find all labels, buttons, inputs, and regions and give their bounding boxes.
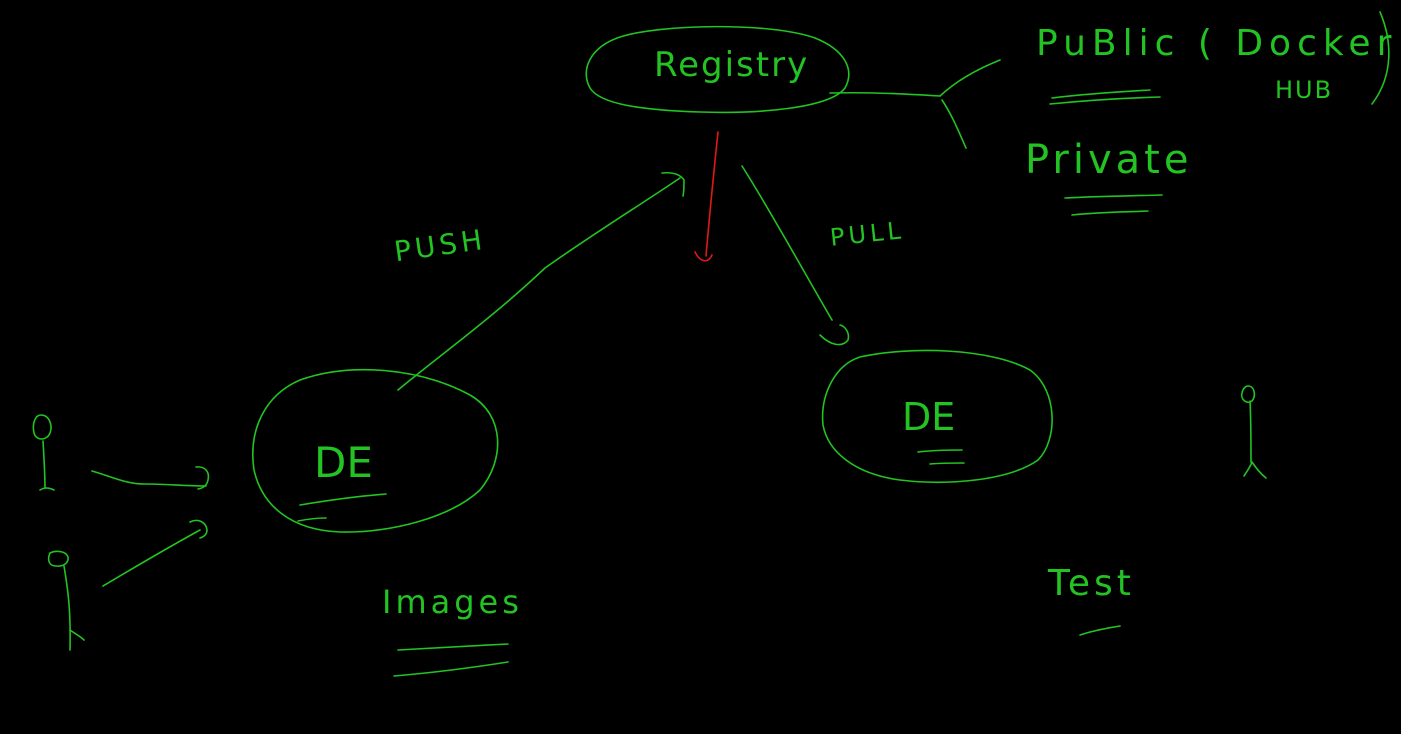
left-de-label: DE bbox=[314, 438, 373, 487]
registry-label: Registry bbox=[654, 45, 810, 85]
private-branch-line bbox=[941, 99, 967, 149]
push-arrow-line bbox=[397, 177, 681, 391]
left-de-underline-2 bbox=[297, 517, 327, 522]
right-de-underline bbox=[917, 449, 963, 453]
push-arrowhead bbox=[661, 171, 685, 197]
right-de-underline-2 bbox=[929, 462, 965, 465]
red-arrowhead bbox=[694, 251, 713, 262]
registry-to-types-line bbox=[829, 91, 941, 97]
person-2-arrow-line bbox=[102, 529, 201, 587]
private-underline-2 bbox=[1071, 210, 1149, 216]
test-label: Test bbox=[1048, 563, 1135, 604]
public-underline-2 bbox=[1049, 96, 1161, 105]
private-label: Private bbox=[1025, 137, 1193, 183]
pull-arrow-line bbox=[741, 165, 833, 321]
person-3-legs bbox=[1243, 461, 1267, 479]
registry-ellipse bbox=[585, 25, 850, 114]
person-1-body bbox=[42, 440, 46, 489]
left-de-underline bbox=[299, 493, 387, 506]
pull-label: PULL bbox=[828, 216, 907, 252]
person-2-body bbox=[63, 565, 71, 651]
red-arrow-line bbox=[705, 131, 719, 257]
public-docker-label: PuBlic ( Docker bbox=[1036, 23, 1398, 64]
person-2-arms bbox=[69, 629, 85, 641]
images-label: Images bbox=[382, 583, 523, 621]
person-1-arrow-line bbox=[91, 470, 207, 487]
hub-label: HUB bbox=[1275, 76, 1334, 104]
right-de-label: DE bbox=[902, 395, 956, 439]
images-underline bbox=[397, 643, 509, 651]
pull-arrowhead bbox=[819, 324, 850, 346]
person-1-feet bbox=[39, 487, 55, 491]
public-close-paren bbox=[1371, 11, 1390, 105]
right-de-ellipse bbox=[821, 349, 1053, 484]
person-1-head bbox=[32, 414, 52, 440]
person-3-head bbox=[1240, 385, 1256, 404]
public-underline bbox=[1051, 89, 1151, 99]
test-underline bbox=[1079, 625, 1121, 636]
person-2-arrowhead bbox=[189, 519, 208, 539]
private-underline bbox=[1064, 194, 1163, 199]
person-1-arrowhead bbox=[195, 466, 210, 490]
images-underline-2 bbox=[393, 661, 509, 677]
left-de-ellipse bbox=[252, 368, 499, 533]
person-3-body bbox=[1249, 400, 1252, 463]
public-branch-line bbox=[939, 59, 1001, 97]
person-2-head bbox=[47, 550, 69, 567]
